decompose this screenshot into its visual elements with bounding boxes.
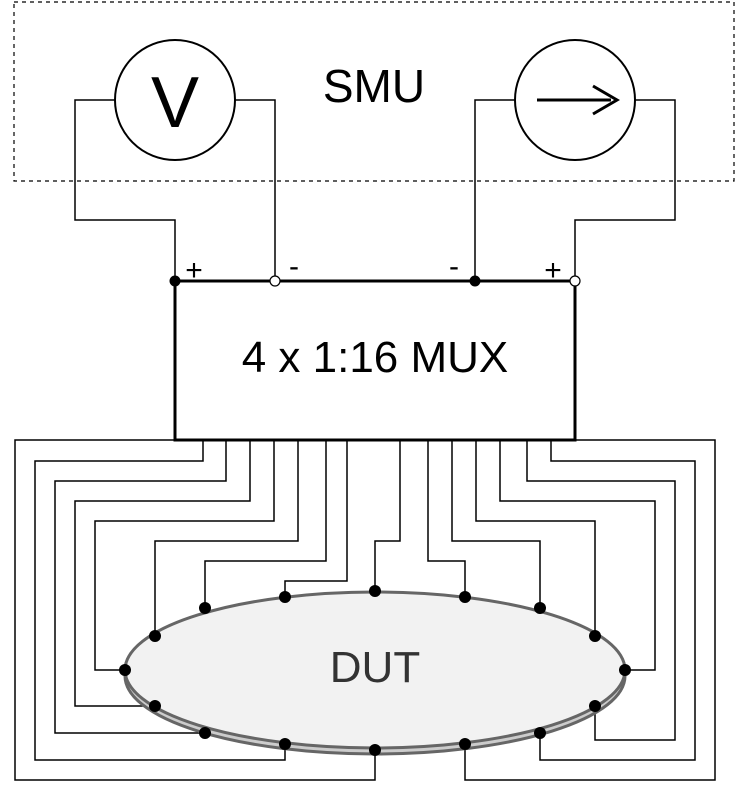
mux-label: 4 x 1:16 MUX xyxy=(242,333,509,382)
wire-10 xyxy=(451,440,541,608)
dut-contact xyxy=(369,744,381,756)
dut-contact xyxy=(149,700,161,712)
wire-11 xyxy=(475,440,596,636)
smu-box xyxy=(13,1,735,182)
wire-15 xyxy=(464,439,716,781)
wire-9 xyxy=(427,440,466,597)
wire-6 xyxy=(204,440,327,608)
mux-to-dut-wires xyxy=(14,439,716,781)
terminal-i-plus-dot xyxy=(569,275,581,287)
mux-box xyxy=(173,279,577,442)
voltmeter-minus-wire xyxy=(235,99,276,281)
wire-4 xyxy=(94,440,275,671)
dut-contact xyxy=(199,602,211,614)
terminal-i-minus-dot xyxy=(469,275,481,287)
dut-contact xyxy=(534,727,546,739)
voltmeter-plus-wire xyxy=(74,99,176,281)
wire-5 xyxy=(154,440,299,636)
dut-contact xyxy=(369,585,381,597)
wire-13 xyxy=(526,440,676,741)
dut-contact xyxy=(619,664,631,676)
wire-12 xyxy=(499,440,656,671)
dut-contact xyxy=(279,738,291,750)
dut-contact xyxy=(534,602,546,614)
dut-contact xyxy=(149,630,161,642)
terminal-v-plus-dot xyxy=(169,275,181,287)
voltmeter-circle xyxy=(114,39,236,161)
voltmeter-symbol: V xyxy=(151,63,199,143)
terminal-v-minus-label: - xyxy=(289,250,299,283)
wire-1 xyxy=(34,440,286,761)
current-source-minus-wire xyxy=(474,99,515,281)
dut-contact xyxy=(459,591,471,603)
dut-contact xyxy=(589,630,601,642)
wire-14 xyxy=(539,440,696,761)
dut-contact xyxy=(589,700,601,712)
terminal-v-plus-label: + xyxy=(185,254,203,287)
wire-7 xyxy=(284,440,348,597)
dut-contact xyxy=(199,727,211,739)
dut-contacts xyxy=(119,585,631,756)
smu-label: SMU xyxy=(323,60,425,112)
wire-8 xyxy=(374,440,401,591)
dut-contact xyxy=(119,664,131,676)
dut-label: DUT xyxy=(330,643,420,692)
wire-16 xyxy=(14,439,376,781)
terminal-i-minus-label: - xyxy=(449,250,459,283)
terminal-i-plus-label: + xyxy=(544,254,562,287)
terminal-v-minus-dot xyxy=(269,275,281,287)
dut-contact xyxy=(459,738,471,750)
current-source-plus-wire xyxy=(574,99,676,281)
dut-contact xyxy=(279,591,291,603)
current-source-arrow-icon xyxy=(537,84,620,116)
wire-3 xyxy=(74,440,251,707)
